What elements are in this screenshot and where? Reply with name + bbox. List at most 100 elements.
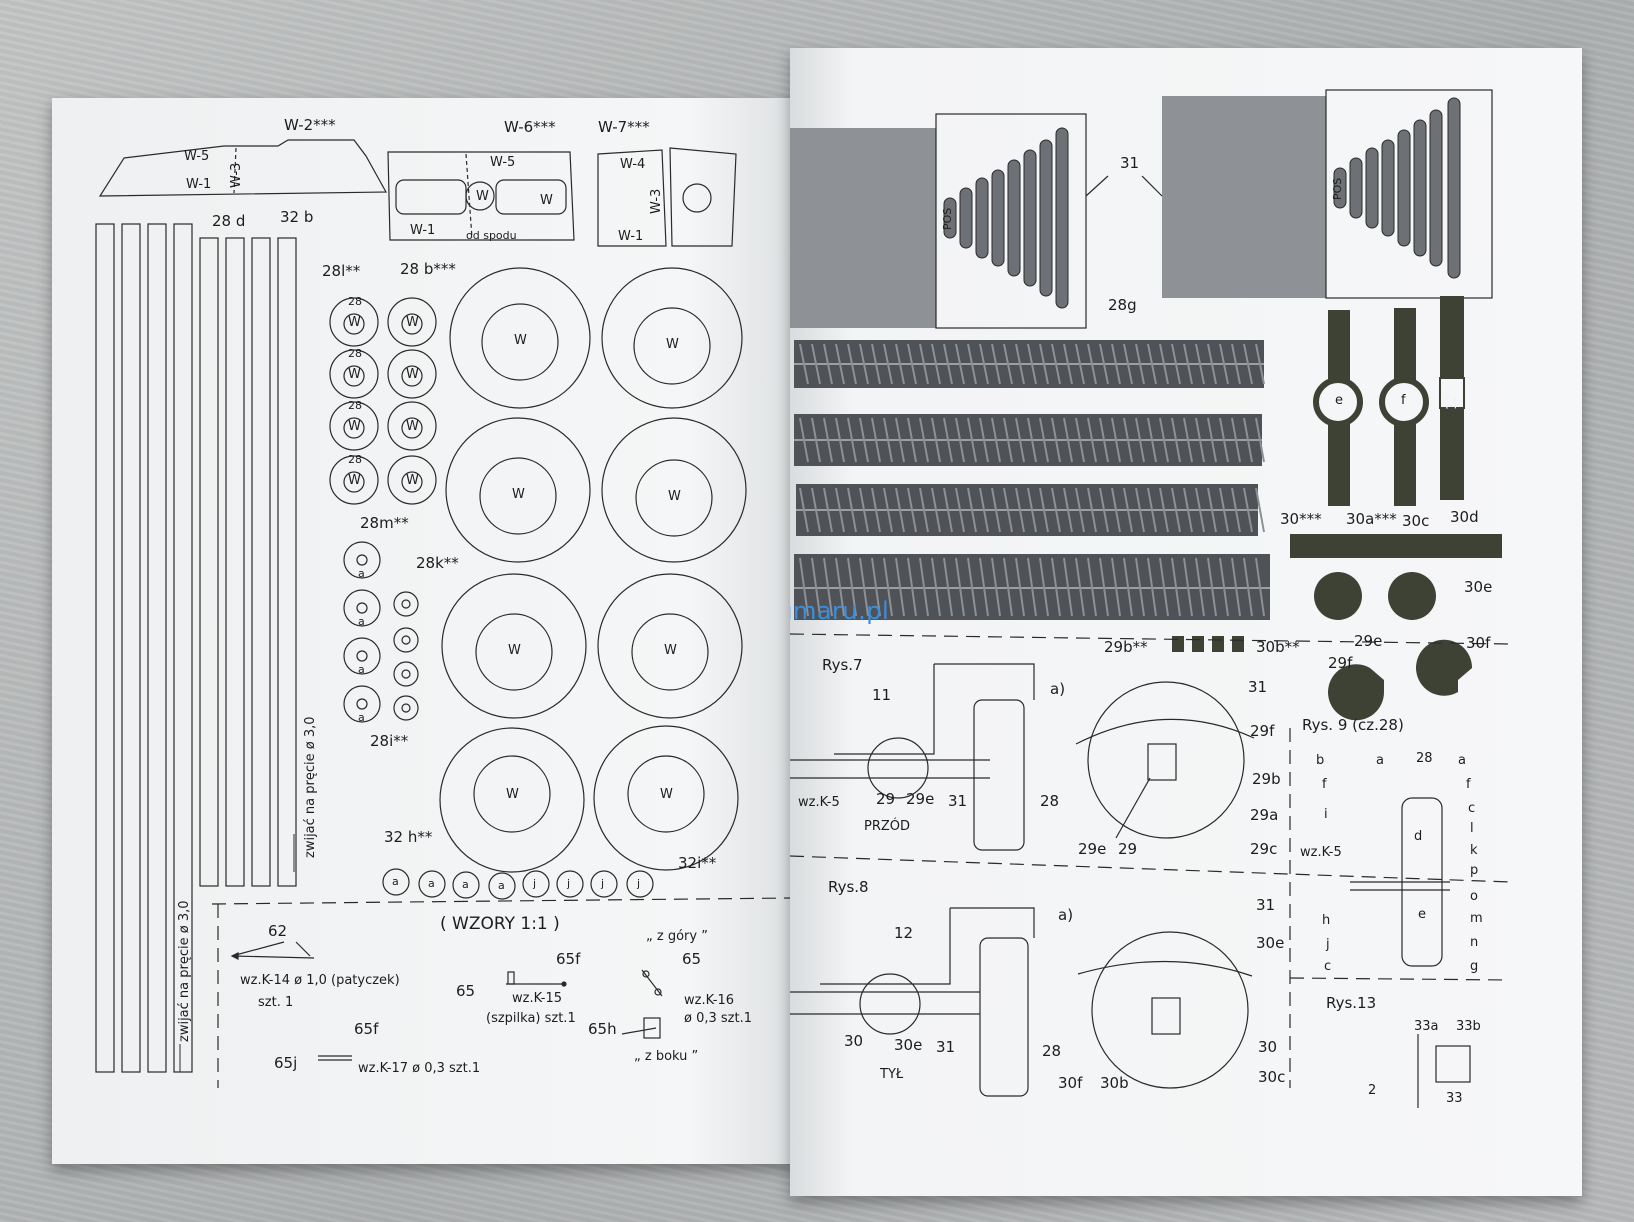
label-28l: 28l** bbox=[322, 262, 361, 280]
track-tread-mark bbox=[1171, 417, 1181, 463]
w-mark: W bbox=[512, 487, 525, 502]
label-30d: 30d bbox=[1450, 508, 1479, 526]
track-tread-mark bbox=[907, 343, 917, 385]
track-tread-mark bbox=[931, 487, 941, 533]
track-tread-mark bbox=[1051, 557, 1061, 617]
track-tread-mark bbox=[1063, 417, 1073, 463]
track-tread-mark bbox=[871, 487, 881, 533]
track-tread-mark bbox=[859, 557, 869, 617]
label-w3a: W-3 bbox=[229, 162, 244, 188]
label-w1b: W-1 bbox=[410, 223, 436, 238]
track-tread-mark bbox=[1195, 557, 1205, 617]
track-tread-mark bbox=[1123, 487, 1133, 533]
track-tread-mark bbox=[883, 343, 893, 385]
rys8-30e-b: 30e bbox=[894, 1036, 923, 1054]
rys9-l: l bbox=[1470, 821, 1474, 836]
label-30c: 30c bbox=[1402, 512, 1430, 530]
track-tread-mark bbox=[835, 343, 845, 385]
rys9-p: p bbox=[1470, 863, 1479, 878]
label-65f2: 65f bbox=[354, 1020, 379, 1038]
rod-text-1: zwijać na pręcie ø 3,0 bbox=[303, 716, 318, 858]
separator-line bbox=[211, 897, 793, 905]
track-tread-mark bbox=[859, 487, 869, 533]
rys8-30-b: 30 bbox=[844, 1032, 864, 1050]
track-tread-mark bbox=[895, 557, 905, 617]
rys9-a2: a bbox=[1458, 753, 1466, 768]
rys9-f1: f bbox=[1322, 777, 1327, 792]
rys9-title: Rys. 9 (cz.28) bbox=[1302, 716, 1404, 734]
track-tread-mark bbox=[1003, 557, 1013, 617]
label-65-k17: wz.K-17 ø 0,3 szt.1 bbox=[358, 1061, 481, 1076]
track-tread-mark bbox=[835, 557, 845, 617]
disc-letter: j bbox=[533, 877, 537, 890]
track-tread-mark bbox=[1207, 417, 1217, 463]
w-mark: W bbox=[668, 489, 681, 504]
track-tread-mark bbox=[1255, 557, 1265, 617]
label-29e: 29e bbox=[1354, 632, 1383, 650]
track-tread-mark bbox=[1099, 343, 1109, 385]
track-tread-mark bbox=[1015, 343, 1025, 385]
track-tread-mark bbox=[1015, 487, 1025, 533]
rys7-a: a) bbox=[1050, 680, 1066, 698]
w-mark: W bbox=[660, 787, 673, 802]
track-tread-mark bbox=[1003, 417, 1013, 463]
track-tread-mark bbox=[883, 487, 893, 533]
rys7-wzk: wz.K-5 bbox=[798, 795, 840, 810]
rys8-30e: 30e bbox=[1256, 934, 1285, 952]
track-tread-mark bbox=[1075, 487, 1085, 533]
track-tread-mark bbox=[799, 557, 809, 617]
track-tread-mark bbox=[1243, 557, 1253, 617]
track-tread-mark bbox=[1195, 487, 1205, 533]
label-31: 31 bbox=[1120, 154, 1140, 172]
track-tread-mark bbox=[871, 417, 881, 463]
label-29b: 29b** bbox=[1104, 638, 1148, 656]
rys9-o: o bbox=[1470, 889, 1478, 904]
rys7-29e-b: 29e bbox=[906, 790, 935, 808]
label-w3b: W-3 bbox=[649, 188, 664, 214]
rys8-tyl: TYŁ bbox=[880, 1067, 904, 1082]
small-wheels-28k bbox=[393, 591, 419, 721]
rys7-29a: 29a bbox=[1250, 806, 1279, 824]
rys13-2: 2 bbox=[1368, 1083, 1377, 1098]
disc-letter: j bbox=[637, 877, 641, 890]
track-tread-mark bbox=[1135, 487, 1145, 533]
track-tread-mark bbox=[907, 557, 917, 617]
track-tread-mark bbox=[1147, 417, 1157, 463]
track-tread-mark bbox=[955, 417, 965, 463]
w-mark: W bbox=[506, 787, 519, 802]
track-tread-mark bbox=[991, 487, 1001, 533]
track-tread-mark bbox=[1231, 487, 1241, 533]
w-mark: W bbox=[406, 419, 419, 434]
disc-letter: a bbox=[498, 879, 505, 892]
track-tread-mark bbox=[943, 487, 953, 533]
rys7-29-b: 29 bbox=[876, 790, 896, 808]
watermark: www.adumaru.pl bbox=[790, 597, 890, 625]
big-wheels-28b bbox=[439, 267, 747, 873]
label-32h: 32 h** bbox=[384, 828, 433, 846]
track-tread-mark bbox=[871, 557, 881, 617]
rys7-31: 31 bbox=[1248, 678, 1268, 696]
track-tread-mark bbox=[991, 557, 1001, 617]
track-tread-mark bbox=[1051, 343, 1061, 385]
rys8-title: Rys.8 bbox=[828, 878, 869, 896]
part-w7-left bbox=[597, 149, 667, 247]
track-tread-mark bbox=[1087, 487, 1097, 533]
track-tread-mark bbox=[1159, 487, 1169, 533]
label-12: 12 bbox=[1445, 393, 1460, 410]
w-mark: W bbox=[508, 643, 521, 658]
track-tread-mark bbox=[1231, 343, 1241, 385]
label-w2: W-2*** bbox=[284, 116, 336, 134]
track-tread-mark bbox=[799, 417, 809, 463]
track-tread-mark bbox=[955, 343, 965, 385]
track-tread-mark bbox=[1207, 557, 1217, 617]
track-tread-mark bbox=[847, 557, 857, 617]
track-tread-mark bbox=[1111, 557, 1121, 617]
track-tread-mark bbox=[1219, 417, 1229, 463]
track-tread-mark bbox=[1039, 487, 1049, 533]
track-tread-mark bbox=[1039, 417, 1049, 463]
rys13-33b: 33b bbox=[1456, 1019, 1481, 1034]
label-65h: 65h bbox=[588, 1020, 617, 1038]
right-strips bbox=[1172, 296, 1502, 721]
small-wheel-num: 28 bbox=[348, 399, 362, 412]
rys13-33a: 33a bbox=[1414, 1019, 1439, 1034]
